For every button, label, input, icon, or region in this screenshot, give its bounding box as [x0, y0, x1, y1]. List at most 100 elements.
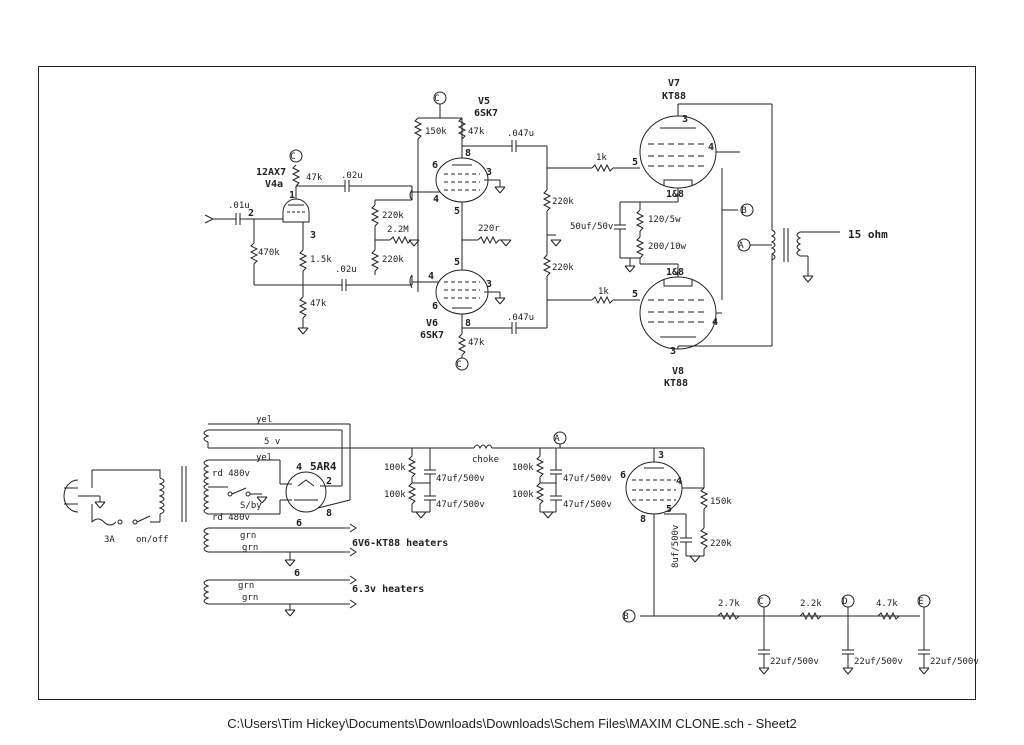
r-grid-stop-v8: 1k	[598, 287, 609, 297]
lbl-grn-2: grn	[242, 543, 258, 553]
drawing-frame	[38, 66, 976, 700]
c-decouple-3: 22uf/500v	[930, 657, 979, 667]
v6-type: 6SK7	[420, 330, 444, 341]
power-supply: yel 5 v yel rd 480v S/by rd 480v 3A on/o…	[63, 415, 979, 675]
c-decouple-1: 22uf/500v	[770, 657, 819, 667]
v7-pin4: 4	[708, 142, 714, 153]
lbl-heaters-63: 6.3v heaters	[352, 584, 424, 595]
v4a-type: 12AX7	[256, 167, 286, 178]
lbl-six: 6	[294, 568, 300, 579]
c-filter-3: 47uf/500v	[563, 474, 612, 484]
r-tail-v4a: 47k	[310, 299, 327, 309]
rect-pin6: 6	[296, 518, 302, 529]
node-c-4: C	[758, 597, 763, 607]
v7-pin3: 3	[682, 114, 688, 125]
reg-pin5: 5	[666, 504, 672, 515]
r-bleed-2: 100k	[384, 490, 406, 500]
lbl-yel-2: yel	[256, 453, 272, 463]
rect-type: 5AR4	[310, 460, 337, 473]
lbl-grn-4: grn	[242, 593, 258, 603]
node-b-2: B	[623, 612, 628, 622]
c-couple-2: .02u	[335, 265, 357, 275]
r-bias-bottom: 220k	[552, 263, 574, 273]
lbl-grn-3: grn	[238, 581, 254, 591]
v4a-pin2: 2	[248, 208, 254, 219]
r-plate-v5b: 47k	[468, 127, 485, 137]
v5-type: 6SK7	[474, 108, 498, 119]
v6-pin3: 3	[486, 279, 492, 290]
v4a-stage: 2 1 3 12AX7 V4a 47k 470k 1.5k 47k .01u .…	[204, 149, 412, 335]
v6-pin6: 6	[432, 301, 438, 312]
v6-pin8: 8	[465, 318, 471, 329]
r-drop-47k: 4.7k	[876, 599, 898, 609]
node-a-1: A	[738, 241, 744, 251]
node-c-1: C	[290, 152, 295, 162]
phase-inverter: V5 6SK7 V6 6SK7 C C 150k 47k 220k 2.2M 2…	[371, 91, 592, 371]
v8-ref: V8	[672, 366, 684, 377]
v4a-ref: V4a	[265, 179, 283, 190]
lbl-grn-1: grn	[240, 531, 256, 541]
v5-pin3: 3	[486, 167, 492, 178]
r-grid-v6: 220k	[382, 255, 404, 265]
lbl-standby: S/by	[240, 501, 262, 511]
r-plate-v6: 47k	[468, 338, 485, 348]
v6-pin4: 4	[428, 271, 434, 282]
v6-pin5: 5	[454, 257, 460, 268]
reg-pin3: 3	[658, 450, 664, 461]
c-couple-1: .02u	[341, 171, 363, 181]
r-cathode-pi: 220r	[478, 224, 500, 234]
lbl-rd480-bottom: rd 480v	[212, 513, 250, 523]
rect-pin4: 4	[296, 462, 302, 473]
v8-pin3: 3	[670, 346, 676, 357]
r-cathode-2: 200/10w	[648, 242, 687, 252]
file-path-footer: C:\Users\Tim Hickey\Documents\Downloads\…	[227, 716, 797, 731]
v5-pin4: 4	[433, 194, 439, 205]
c-reg: 8uf/500v	[671, 525, 681, 568]
v5-pin5: 5	[454, 206, 460, 217]
c-filter-2: 47uf/500v	[436, 500, 485, 510]
v5-ref: V5	[478, 96, 490, 107]
v5-pin6: 6	[432, 160, 438, 171]
v7-pin18: 1&8	[666, 189, 684, 200]
c-decouple-2: 22uf/500v	[854, 657, 903, 667]
r-cathode-v4a: 1.5k	[310, 255, 332, 265]
r-bleed-4: 100k	[512, 490, 534, 500]
v7-type: KT88	[662, 91, 686, 102]
lbl-kt88-heaters: 6V6-KT88 heaters	[352, 538, 448, 549]
rect-pin2: 2	[326, 476, 332, 487]
node-b-1: B	[741, 206, 746, 216]
node-d: D	[842, 597, 847, 607]
r-plate-v4a: 47k	[306, 173, 323, 183]
r-grid-stop-v7: 1k	[596, 153, 607, 163]
node-c-3: C	[456, 360, 461, 370]
v6-ref: V6	[426, 318, 438, 329]
r-grid-v4a: 470k	[258, 248, 280, 258]
reg-pin4: 4	[676, 476, 682, 487]
r-bias-top: 220k	[552, 197, 574, 207]
node-e: E	[918, 597, 923, 607]
r-cathode-1: 120/5w	[648, 215, 681, 225]
v8-pin5: 5	[632, 289, 638, 300]
r-bleed-1: 100k	[384, 463, 406, 473]
c-filter-1: 47uf/500v	[436, 474, 485, 484]
v5-pin8: 8	[465, 148, 471, 159]
r-drop-22k: 2.2k	[800, 599, 822, 609]
v8-pin4: 4	[712, 317, 718, 328]
v8-pin18: 1&8	[666, 267, 684, 278]
c-pi-top: .047u	[507, 129, 534, 139]
c-pi-bottom: .047u	[507, 313, 534, 323]
lbl-onoff: on/off	[136, 535, 169, 545]
lbl-rd480-top: rd 480v	[212, 469, 250, 479]
c-cathode: 50uf/50v	[570, 222, 613, 232]
speaker-output: 15 ohm	[848, 228, 888, 241]
r-reg-220k: 220k	[710, 539, 732, 549]
r-grid-v5: 220k	[382, 211, 404, 221]
rect-pin8: 8	[326, 508, 332, 519]
v7-pin5: 5	[632, 157, 638, 168]
output-stage: V7 KT88 V8 KT88 3 5 4 1&8 1&8 5 4 3 1k 1…	[570, 78, 888, 389]
v4a-pin1: 1	[289, 190, 295, 201]
r-plate-v5a: 150k	[425, 127, 447, 137]
c-filter-4: 47uf/500v	[563, 500, 612, 510]
v8-type: KT88	[664, 378, 688, 389]
